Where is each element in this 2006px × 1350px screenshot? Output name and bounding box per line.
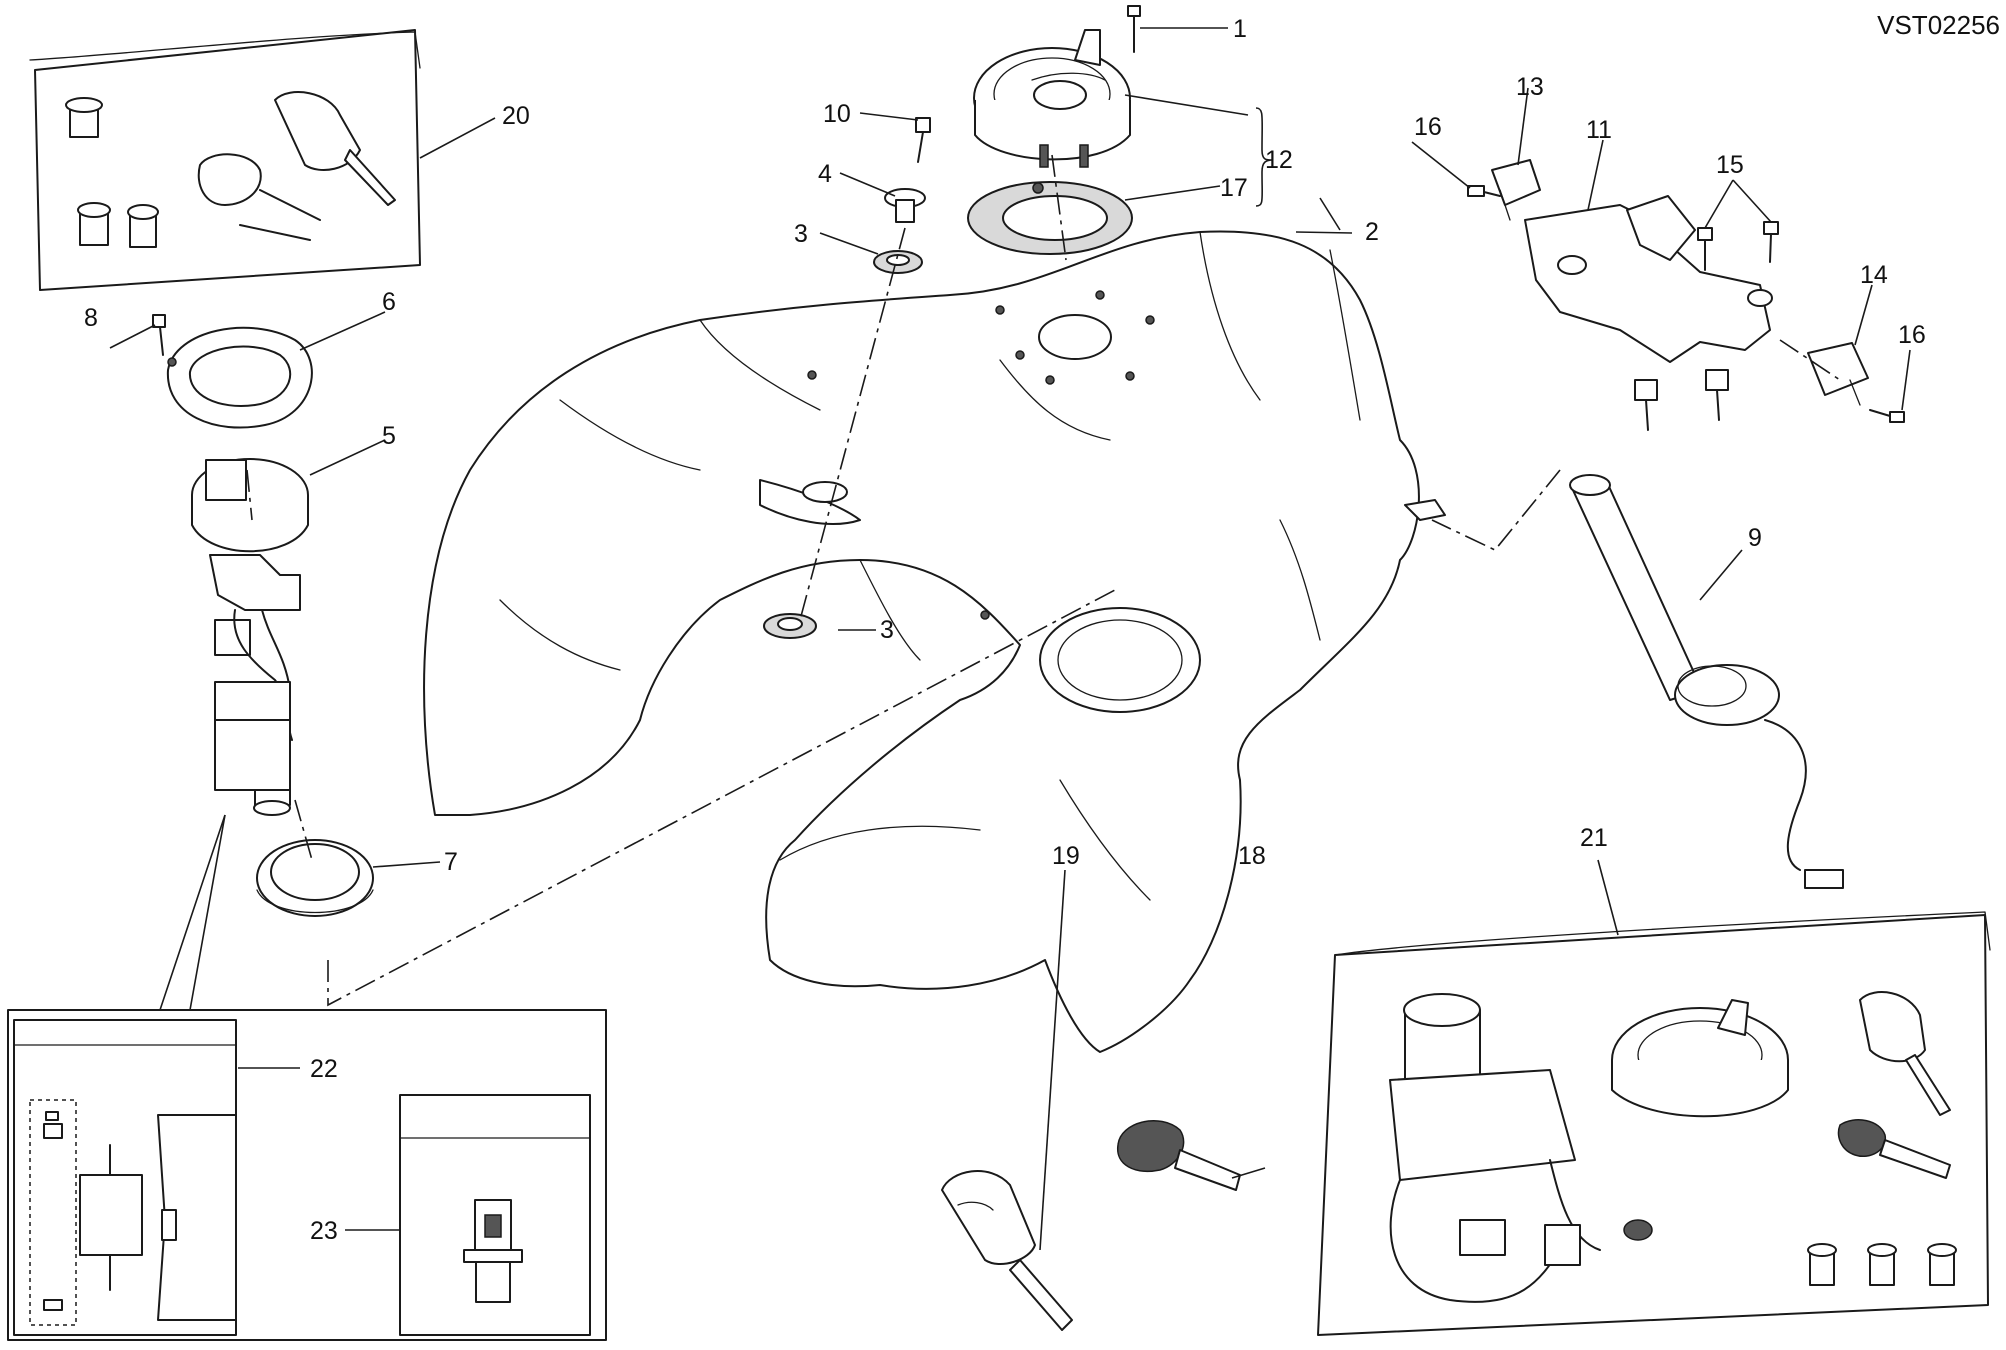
cable-guide-13 (1491, 159, 1541, 221)
callout-8: 8 (84, 304, 98, 332)
leader-lines (109, 27, 1911, 1251)
inset-20-key-lock-set (29, 29, 421, 291)
callout-7: 7 (444, 848, 458, 876)
screw-1 (1127, 5, 1141, 53)
key-blank-18 (1117, 1120, 1241, 1191)
spacer-4 (884, 188, 926, 223)
callout-3-top: 3 (794, 220, 808, 248)
callout-19: 19 (1052, 842, 1080, 870)
key-19 (941, 1170, 1073, 1331)
callout-21: 21 (1580, 824, 1608, 852)
callout-22: 22 (310, 1055, 338, 1083)
bracket-11 (1524, 195, 1773, 363)
screw-16-left (1467, 185, 1501, 197)
callout-18: 18 (1238, 842, 1266, 870)
box-23-pressure-regulator (399, 1094, 591, 1336)
screws-15 (1697, 221, 1779, 271)
filler-cap-assembly (973, 29, 1131, 168)
callout-5: 5 (382, 422, 396, 450)
seal-ring-7 (256, 839, 374, 917)
callout-23: 23 (310, 1217, 338, 1245)
callout-numbers: 1 2 3 3 4 5 6 7 8 9 10 11 12 13 14 15 16… (84, 15, 1926, 1245)
callout-4: 4 (818, 160, 832, 188)
gasket-17 (967, 181, 1133, 255)
callout-15: 15 (1716, 151, 1744, 179)
callout-16-right: 16 (1898, 321, 1926, 349)
callout-16-left: 16 (1414, 113, 1442, 141)
fuel-pump-5 (191, 458, 309, 816)
screw-16-right (1869, 409, 1905, 423)
callout-9: 9 (1748, 524, 1762, 552)
cable-guide-14 (1807, 342, 1869, 406)
screw-10 (915, 117, 931, 163)
callout-11: 11 (1586, 116, 1612, 144)
callout-13: 13 (1516, 73, 1544, 101)
grommet-3-top (873, 250, 923, 274)
callout-3-bottom: 3 (880, 616, 894, 644)
bolts-under-bracket (1634, 369, 1729, 431)
fuel-level-sender-9 (1569, 474, 1844, 889)
callout-1: 1 (1233, 15, 1247, 43)
callout-10: 10 (823, 100, 851, 128)
inset-21-lock-set (1317, 911, 1991, 1336)
callout-6: 6 (382, 288, 396, 316)
assembly-axes (246, 154, 1841, 1007)
screw-8 (152, 314, 166, 356)
drawing-code: VST02256 (1877, 10, 2000, 40)
callout-20: 20 (502, 102, 530, 130)
callout-2: 2 (1365, 218, 1379, 246)
callout-17: 17 (1220, 174, 1248, 202)
callout-14: 14 (1860, 261, 1888, 289)
callout-12: 12 (1265, 146, 1293, 174)
flange-6 (166, 326, 313, 429)
fuel-tank (423, 230, 1446, 1053)
